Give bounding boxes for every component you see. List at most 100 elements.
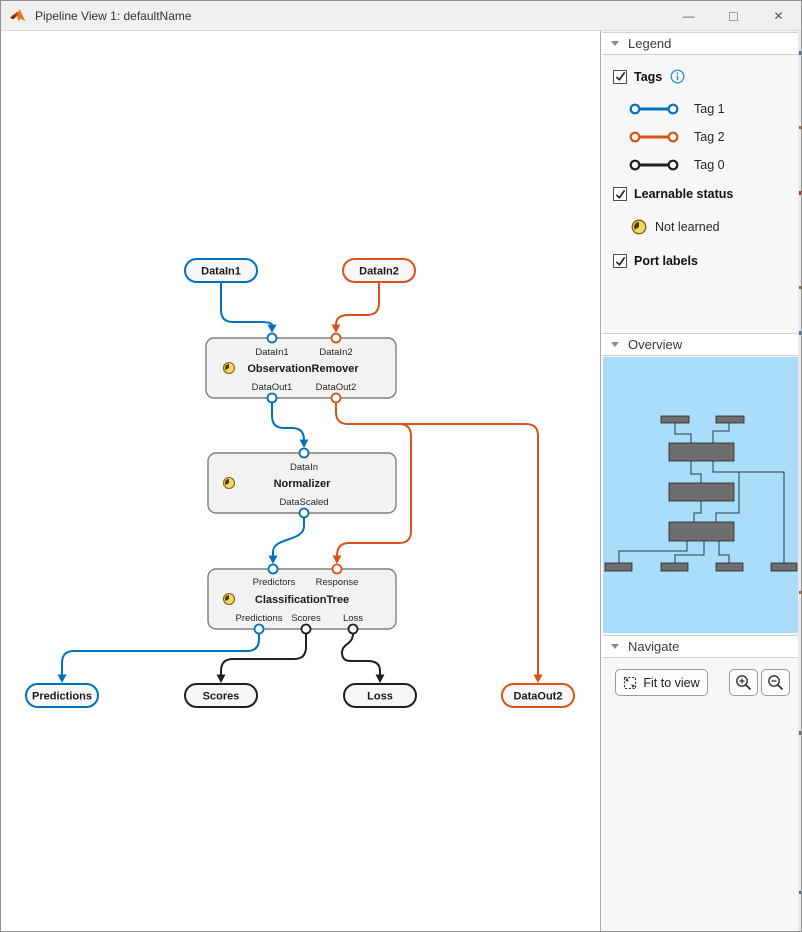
zoom-out-icon [768,675,783,690]
tag0-swatch-icon [629,159,679,171]
tag1-label: Tag 1 [694,102,725,116]
svg-text:DataOut1: DataOut1 [252,382,293,393]
navigate-body: Fit to view [602,659,798,719]
zoom-in-icon [736,675,751,690]
svg-text:DataIn: DataIn [290,462,318,473]
edge-loss[interactable] [340,632,385,684]
svg-text:Loss: Loss [343,613,363,624]
port-datascaled[interactable] [298,507,310,519]
svg-text:DataScaled: DataScaled [279,497,328,508]
port-labels-label: Port labels [634,254,698,268]
port-loss[interactable] [347,623,359,635]
info-icon[interactable] [670,69,685,84]
check-icon [615,71,625,81]
tag2-label: Tag 2 [694,130,725,144]
overview-section-header[interactable]: Overview [602,333,798,356]
tags-checkbox-row: Tags [613,69,685,84]
edge-datascaled-to-predictors[interactable] [268,516,305,565]
output-node-scores[interactable]: Scores [184,683,258,708]
input-node-datain1[interactable]: DataIn1 [184,258,258,283]
block-normalizer[interactable]: DataIn Normalizer DataScaled [207,447,397,519]
svg-text:DataOut2: DataOut2 [316,382,357,393]
edge-scores[interactable] [216,632,307,684]
port-datain1[interactable] [266,332,278,344]
output-node-dataout2[interactable]: DataOut2 [501,683,575,708]
tag-row-1: Tag 1 [629,102,725,116]
svg-text:Loss: Loss [367,691,393,703]
sidebar: Legend Tags Tag 1 [602,31,801,931]
screen-edge-strip [798,31,801,931]
output-node-loss[interactable]: Loss [343,683,417,708]
close-button[interactable]: ✕ [773,9,784,23]
port-dataout2[interactable] [330,392,342,404]
collapse-arrow-icon[interactable] [611,342,619,347]
matlab-icon [10,9,26,22]
collapse-arrow-icon[interactable] [611,644,619,649]
edge-datain1-to-observationremover[interactable] [220,281,277,333]
overview-minimap[interactable] [603,357,798,633]
port-labels-checkbox[interactable] [613,254,627,268]
fit-to-view-button[interactable]: Fit to view [615,669,708,696]
block-observationremover[interactable]: DataIn1 DataIn2 ObservationRemover DataO… [205,332,397,404]
learnable-checkbox-row: Learnable status [613,187,733,201]
svg-text:Predictors: Predictors [253,577,296,588]
collapse-arrow-icon[interactable] [611,41,619,46]
tag1-swatch-icon [629,103,679,115]
input-node-datain2[interactable]: DataIn2 [342,258,416,283]
legend-section-header[interactable]: Legend [602,32,798,55]
svg-text:DataIn1: DataIn1 [255,347,288,358]
not-learned-row: Not learned [631,219,720,235]
pipeline-canvas[interactable]: DataIn1 DataIn2 DataIn1 DataIn2 Observat… [1,31,601,931]
not-learned-clock-icon [222,592,236,606]
navigate-header-label: Navigate [628,639,680,654]
maximize-button[interactable]: □ [729,8,738,24]
tag-row-0: Tag 0 [629,158,725,172]
titlebar[interactable]: Pipeline View 1: defaultName — □ ✕ [1,1,801,31]
svg-text:DataOut2: DataOut2 [514,691,563,703]
port-scores[interactable] [300,623,312,635]
svg-text:Predictions: Predictions [32,691,92,703]
port-datain2[interactable] [330,332,342,344]
overview-header-label: Overview [628,337,683,352]
tag-row-2: Tag 2 [629,130,725,144]
port-labels-checkbox-row: Port labels [613,254,698,268]
output-node-predictions[interactable]: Predictions [25,683,99,708]
not-learned-clock-icon [631,219,647,235]
svg-text:Scores: Scores [291,613,321,624]
svg-text:Scores: Scores [203,691,240,703]
edge-dataout2-to-dataout2[interactable] [335,401,543,684]
navigate-section-header[interactable]: Navigate [602,635,798,658]
edge-predictions[interactable] [57,632,260,684]
check-icon [615,256,625,266]
port-predictions[interactable] [253,623,265,635]
not-learned-clock-icon [222,361,236,375]
zoom-in-button[interactable] [729,669,758,696]
zoom-out-button[interactable] [761,669,790,696]
tags-checkbox[interactable] [613,69,627,84]
port-dataout1[interactable] [266,392,278,404]
learnable-status-checkbox[interactable] [613,187,627,201]
svg-text:DataIn2: DataIn2 [319,347,352,358]
edge-dataout1-to-normalizer[interactable] [271,401,309,449]
svg-text:Normalizer: Normalizer [274,478,332,490]
svg-text:ObservationRemover: ObservationRemover [247,363,359,375]
minimap-graph-icon [604,415,798,572]
check-icon [615,189,625,199]
edge-dataout2-to-response[interactable] [332,423,412,564]
not-learned-label: Not learned [655,220,720,234]
not-learned-clock-icon [222,476,236,490]
fit-to-view-label: Fit to view [643,675,700,690]
port-predictors[interactable] [267,563,279,575]
port-response[interactable] [331,563,343,575]
legend-header-label: Legend [628,36,672,51]
minimize-button[interactable]: — [682,9,695,23]
edge-datain2-to-observationremover[interactable] [331,281,380,333]
tag0-label: Tag 0 [694,158,725,172]
learnable-status-label: Learnable status [634,187,734,201]
svg-text:DataIn2: DataIn2 [359,266,399,278]
block-classificationtree[interactable]: Predictors Response ClassificationTree P… [207,563,397,635]
port-datain[interactable] [298,447,310,459]
window-title: Pipeline View 1: defaultName [35,8,192,23]
fit-to-view-icon [623,676,637,690]
